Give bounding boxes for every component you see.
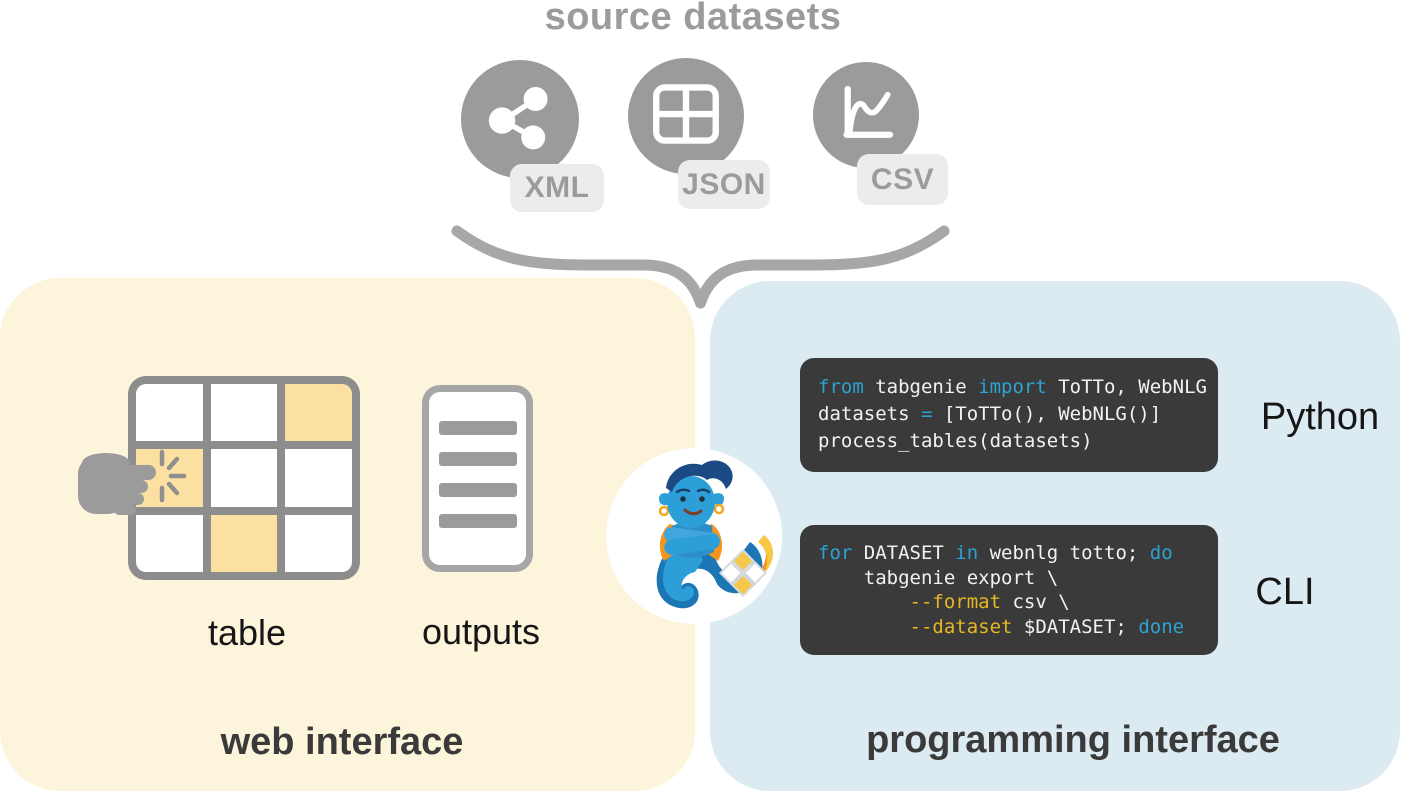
mock-table	[128, 376, 360, 580]
table-label: table	[207, 612, 287, 653]
table-cell	[210, 449, 278, 507]
output-line	[438, 421, 517, 435]
programming-interface-caption: programming interface	[866, 719, 1280, 761]
table-grid-icon	[652, 82, 720, 151]
line-chart-icon	[834, 81, 898, 150]
output-line	[438, 483, 517, 497]
pointer-hand-icon	[78, 449, 187, 515]
source-datasets-title: source datasets	[544, 0, 842, 38]
xml-source-circle	[461, 60, 579, 178]
cli-label: CLI	[1255, 571, 1315, 613]
python-label: Python	[1260, 396, 1380, 438]
diamond-table-icon	[718, 548, 768, 598]
table-cell	[136, 384, 203, 442]
table-cell	[136, 514, 203, 572]
cli-code-block: for DATASET in webnlg totto; do tabgenie…	[800, 525, 1218, 655]
table-cell	[285, 514, 352, 572]
code-line: --dataset $DATASET; done	[909, 615, 1185, 638]
output-line	[438, 452, 517, 466]
table-cell	[210, 514, 278, 572]
code-line: --format csv \	[909, 591, 1070, 613]
click-burst-icon	[159, 449, 187, 503]
json-source-circle	[628, 58, 744, 174]
brace-connector	[451, 225, 950, 309]
web-interface-caption: web interface	[220, 721, 464, 763]
mock-outputs-document	[422, 385, 533, 572]
share-icon	[484, 81, 556, 158]
code-line: datasets = [ToTTo(), WebNLG()]	[818, 403, 1162, 425]
tabgenie-mascot-badge	[606, 448, 782, 624]
output-line	[438, 514, 517, 528]
code-line: process_tables(datasets)	[818, 430, 1093, 452]
table-cell	[285, 449, 352, 507]
table-cell	[210, 384, 278, 442]
python-code-block: from tabgenie import ToTTo, WebNLG datase…	[800, 358, 1218, 472]
outputs-label: outputs	[421, 611, 541, 652]
genie-mascot-icon	[656, 460, 773, 609]
csv-badge: CSV	[857, 154, 948, 205]
code-line: for DATASET in webnlg totto; do	[818, 542, 1173, 564]
xml-badge: XML	[510, 164, 604, 212]
code-line: from tabgenie import ToTTo, WebNLG	[818, 376, 1207, 398]
code-line: tabgenie export \	[818, 566, 1059, 589]
table-cell	[285, 384, 352, 442]
csv-source-circle	[813, 62, 919, 168]
json-badge: JSON	[678, 160, 770, 209]
